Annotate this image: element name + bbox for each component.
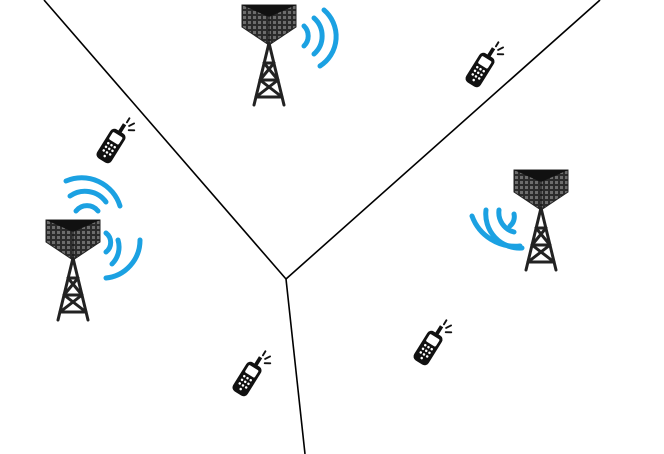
cell-tower-icon	[240, 3, 298, 107]
mobile-phone-icon	[229, 345, 276, 401]
boundary-left	[43, 0, 287, 280]
signal-waves-icon	[63, 175, 143, 281]
mobile-phone-icon	[410, 314, 457, 370]
cell-boundaries	[43, 0, 601, 454]
cell-tower-icon	[512, 168, 570, 272]
signal-waves-icon	[301, 7, 339, 69]
boundary-bottom	[285, 278, 306, 454]
signal-waves-icon	[469, 207, 525, 251]
mobile-phone-icon	[462, 36, 509, 92]
boundary-right	[285, 0, 601, 280]
mobile-phone-icon	[93, 112, 140, 168]
cell-tower-icon	[44, 218, 102, 322]
